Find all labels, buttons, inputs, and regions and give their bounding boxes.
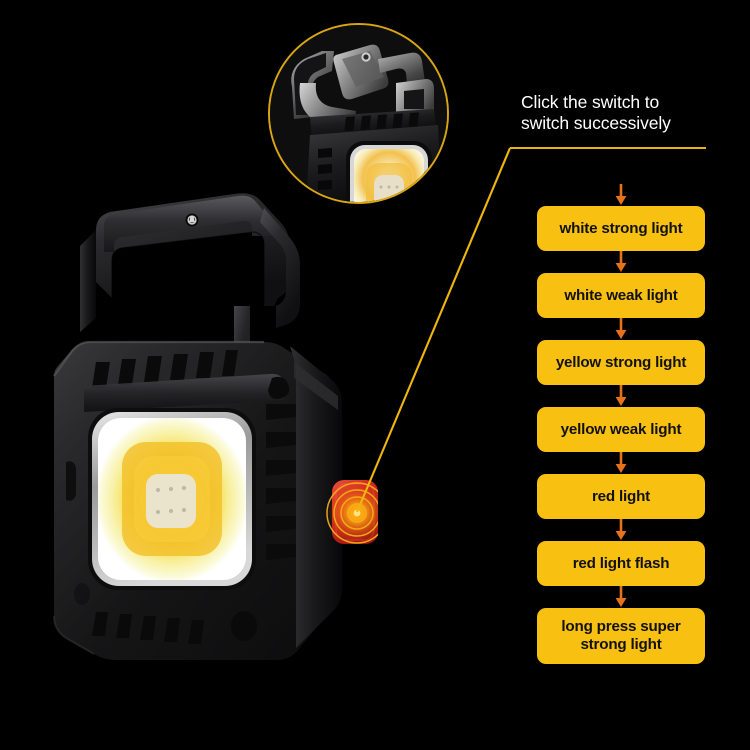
flow-arrow-0 bbox=[537, 184, 705, 206]
mode-box-red-light[interactable]: red light bbox=[537, 474, 705, 519]
bottom-vent-slots bbox=[92, 612, 204, 644]
arrow-down-icon bbox=[615, 586, 627, 607]
mode-box-long-press-super-strong[interactable]: long press super strong light bbox=[537, 608, 705, 664]
flow-arrow-6 bbox=[537, 586, 705, 608]
flow-arrow-5 bbox=[537, 519, 705, 541]
carabiner-frame bbox=[80, 193, 300, 382]
arrow-down-icon bbox=[615, 519, 627, 540]
arrow-down-icon bbox=[615, 385, 627, 406]
flow-arrow-3 bbox=[537, 385, 705, 407]
mode-box-white-strong[interactable]: white strong light bbox=[537, 206, 705, 251]
product-image bbox=[38, 186, 388, 661]
inset-illustration bbox=[270, 25, 447, 202]
mode-box-red-light-flash[interactable]: red light flash bbox=[537, 541, 705, 586]
arrow-down-icon bbox=[615, 251, 627, 272]
mode-box-yellow-weak[interactable]: yellow weak light bbox=[537, 407, 705, 452]
mode-box-white-weak[interactable]: white weak light bbox=[537, 273, 705, 318]
flow-arrow-2 bbox=[537, 318, 705, 340]
cob-led-lens bbox=[88, 408, 256, 590]
top-vent-slots bbox=[92, 350, 238, 388]
magnified-detail-inset bbox=[268, 23, 449, 204]
side-vent-fins bbox=[266, 404, 296, 560]
arrow-down-icon bbox=[615, 318, 627, 339]
flashlight-illustration bbox=[53, 193, 388, 660]
flow-arrow-1 bbox=[537, 251, 705, 273]
mode-sequence-flow: white strong light white weak light yell… bbox=[537, 184, 705, 664]
arrow-down-icon bbox=[615, 452, 627, 473]
power-button-group bbox=[326, 480, 388, 544]
flow-heading: Click the switch to switch successively bbox=[521, 92, 671, 134]
heading-underline bbox=[510, 147, 706, 149]
arrow-down-icon bbox=[615, 184, 627, 205]
mode-box-yellow-strong[interactable]: yellow strong light bbox=[537, 340, 705, 385]
flow-arrow-4 bbox=[537, 452, 705, 474]
